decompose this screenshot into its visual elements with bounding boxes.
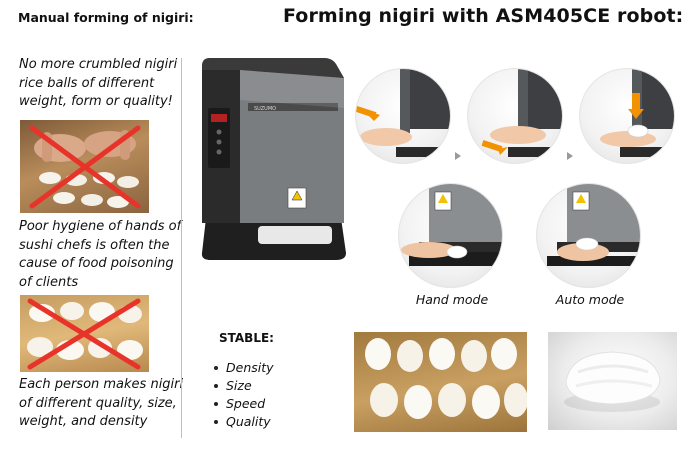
stable-list: Density Size Speed Quality <box>214 359 274 431</box>
step-1-insert-hand-image <box>355 68 451 164</box>
stable-item-label: Speed <box>226 396 266 411</box>
hand-mode-image <box>398 183 503 288</box>
step-arrow-2-icon <box>567 152 573 160</box>
stable-item-label: Size <box>226 378 252 393</box>
stable-item-quality: Quality <box>214 413 274 431</box>
photo-uniform-nigiri-tray <box>354 332 527 432</box>
robot-section-title: Forming nigiri with ASM405CE robot: <box>283 5 684 27</box>
bullet-icon <box>214 366 218 370</box>
photo-uneven-nigiri-crossed <box>20 295 149 372</box>
stable-item-size: Size <box>214 377 274 395</box>
photo-single-nigiri <box>548 332 677 430</box>
bullet-icon <box>214 420 218 424</box>
stable-item-label: Quality <box>226 414 271 429</box>
auto-mode-image <box>536 183 641 288</box>
note-different-quality: Each person makes nigiri of different qu… <box>19 377 184 429</box>
stable-item-density: Density <box>214 359 274 377</box>
machine-brand-text: SUZUMO <box>254 106 276 112</box>
photo-manual-hands-crossed <box>20 120 149 213</box>
auto-mode-caption: Auto mode <box>555 292 625 307</box>
stable-item-label: Density <box>226 360 274 375</box>
step-2-hand-under-nozzle-image <box>467 68 563 164</box>
section-divider <box>181 58 182 438</box>
asm405ce-robot-image: SUZUMO <box>196 48 351 268</box>
manual-section-title: Manual forming of nigiri: <box>18 10 194 25</box>
bullet-icon <box>214 402 218 406</box>
stable-title: STABLE: <box>219 331 274 345</box>
step-3-nigiri-dispensed-image <box>579 68 675 164</box>
note-crumbled-rice: No more crumbled nigiri rice balls of di… <box>19 57 178 109</box>
hand-mode-caption: Hand mode <box>415 292 489 307</box>
stable-item-speed: Speed <box>214 395 274 413</box>
note-poor-hygiene: Poor hygiene of hands of sushi chefs is … <box>19 219 182 290</box>
bullet-icon <box>214 384 218 388</box>
step-arrow-1-icon <box>455 152 461 160</box>
